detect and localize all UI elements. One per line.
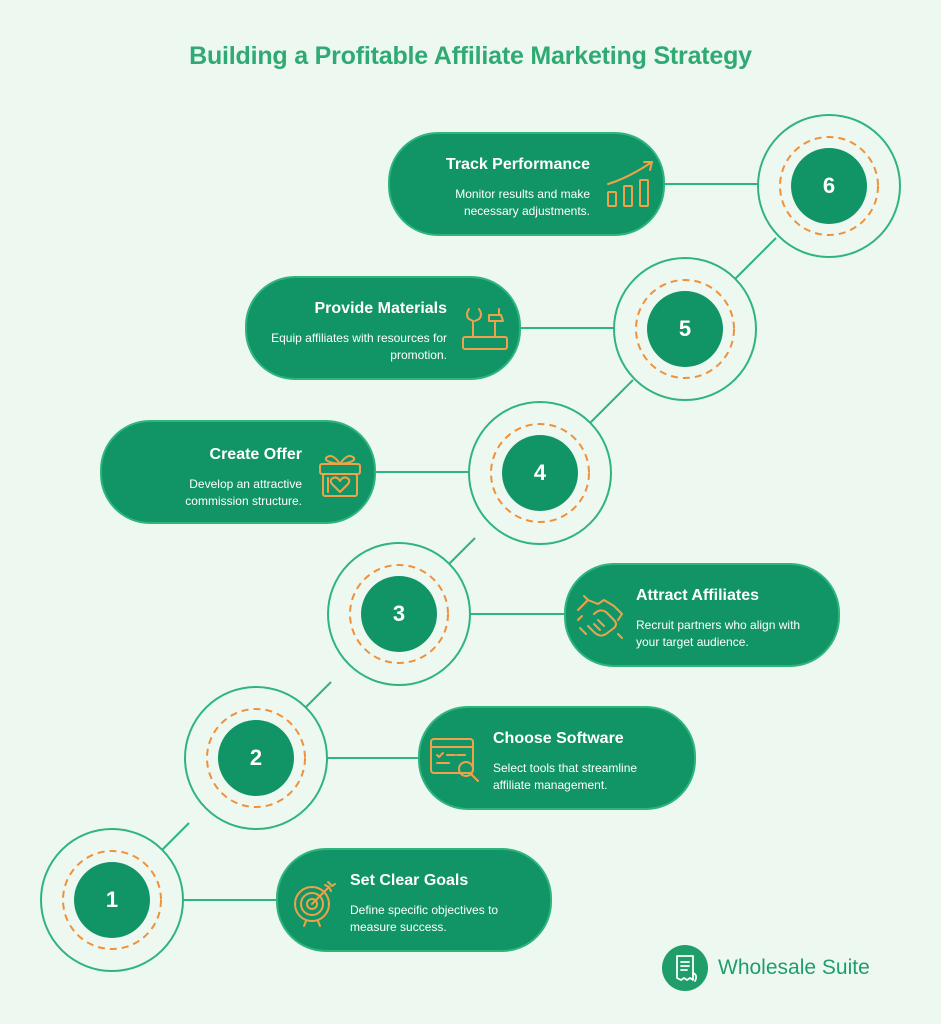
step-title-4: Create Offer xyxy=(209,446,302,463)
step-card-4: Create Offer Develop an attractive commi… xyxy=(100,420,376,524)
diagonal-connector xyxy=(304,681,332,709)
receipt-icon xyxy=(662,945,708,991)
target-icon xyxy=(288,876,340,928)
tools-icon xyxy=(459,303,511,355)
step-description-2: Select tools that streamline affiliate m… xyxy=(493,761,638,792)
step-description-5: Equip affiliates with resources for prom… xyxy=(271,331,447,362)
step-number-5: 5 xyxy=(647,291,723,367)
growth-chart-icon xyxy=(604,158,656,210)
dashed-ring-5 xyxy=(635,279,735,379)
dashed-ring-1 xyxy=(62,850,162,950)
diagonal-connector xyxy=(589,379,634,424)
step-title-1: Set Clear Goals xyxy=(350,872,469,889)
step-card-5: Provide Materials Equip affiliates with … xyxy=(245,276,521,380)
brand-name: Wholesale Suite xyxy=(718,956,870,979)
step-number-2: 2 xyxy=(218,720,294,796)
step-number-3: 3 xyxy=(361,576,437,652)
gift-icon xyxy=(314,448,366,500)
page-title: Building a Profitable Affiliate Marketin… xyxy=(189,42,752,70)
step-description-3: Recruit partners who align with your tar… xyxy=(636,618,801,649)
software-search-icon xyxy=(429,733,481,785)
diagonal-connector xyxy=(448,537,476,565)
diagonal-connector xyxy=(161,822,190,851)
step-ring-6 xyxy=(757,114,901,258)
step-description-1: Define specific objectives to measure su… xyxy=(350,903,499,934)
dashed-ring-4 xyxy=(490,423,590,523)
step-card-2: Choose Software Select tools that stream… xyxy=(418,706,696,810)
step-number-4: 4 xyxy=(502,435,578,511)
diagonal-connector xyxy=(734,237,777,280)
dashed-ring-2 xyxy=(206,708,306,808)
dashed-ring-3 xyxy=(349,564,449,664)
step-description-6: Monitor results and make necessary adjus… xyxy=(455,187,590,218)
handshake-icon xyxy=(574,590,626,642)
dashed-ring-6 xyxy=(779,136,879,236)
step-card-6: Track Performance Monitor results and ma… xyxy=(388,132,665,236)
step-number-6: 6 xyxy=(791,148,867,224)
step-title-2: Choose Software xyxy=(493,730,624,747)
step-number-1: 1 xyxy=(74,862,150,938)
step-title-6: Track Performance xyxy=(445,156,590,173)
step-card-3: Attract Affiliates Recruit partners who … xyxy=(564,563,840,667)
step-title-5: Provide Materials xyxy=(314,300,448,317)
step-card-1: Set Clear Goals Define specific objectiv… xyxy=(276,848,552,952)
step-title-3: Attract Affiliates xyxy=(636,587,759,604)
step-description-4: Develop an attractive commission structu… xyxy=(185,477,302,508)
